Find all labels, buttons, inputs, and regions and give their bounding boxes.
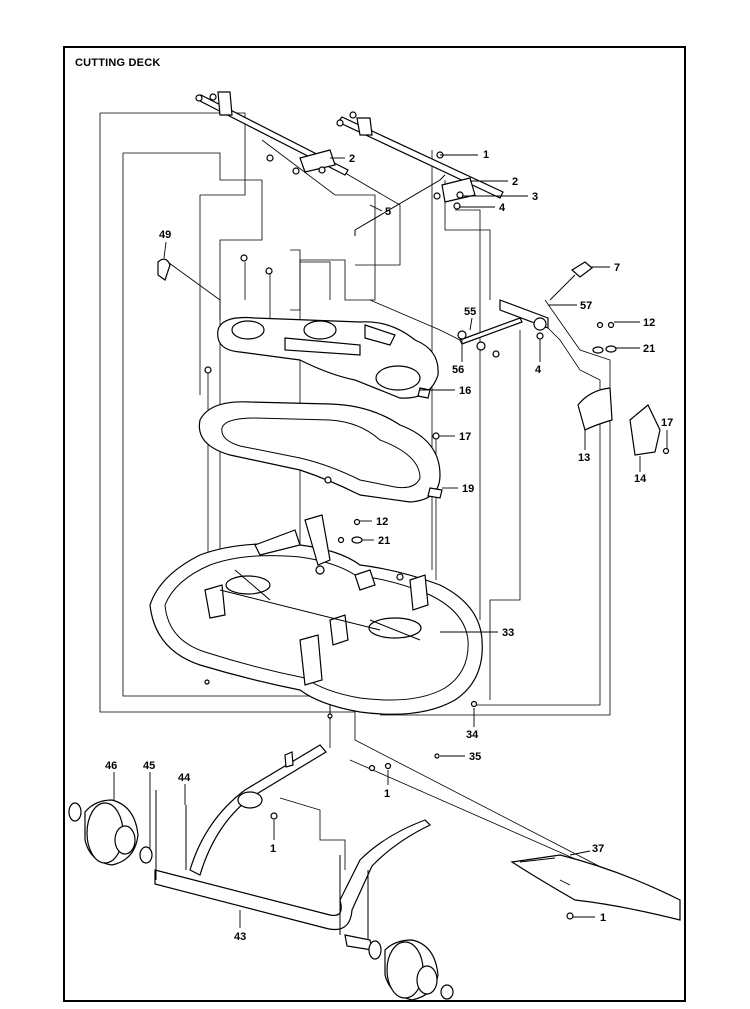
callout-37: 37	[592, 843, 604, 855]
callout-46: 46	[105, 760, 117, 772]
callout-21: 21	[643, 343, 655, 355]
diagram-title: CUTTING DECK	[75, 57, 161, 69]
callout-12: 12	[643, 317, 655, 329]
callout-21: 21	[378, 535, 390, 547]
lift-rod-right	[336, 111, 504, 210]
belt-cover	[217, 316, 439, 399]
callout-4: 4	[499, 202, 506, 214]
leader-lines	[113, 154, 668, 928]
callout-12: 12	[376, 516, 388, 528]
front-wheel-left	[68, 799, 153, 866]
callout-49: 49	[159, 229, 171, 241]
callout-45: 45	[143, 760, 155, 772]
callout-2: 2	[349, 153, 355, 165]
cutting-deck	[149, 514, 483, 715]
callout-13: 13	[578, 452, 590, 464]
callout-14: 14	[634, 473, 647, 485]
callout-55: 55	[464, 306, 476, 318]
callout-57: 57	[580, 300, 592, 312]
callout-7: 7	[614, 262, 620, 274]
front-wheel-right	[368, 939, 454, 1001]
callout-4: 4	[535, 364, 542, 376]
lift-link-rod	[354, 174, 446, 236]
callout-numbers: 1 2 2 3 4 5 7 49 55 57 12 21 56 4 16 13 …	[105, 149, 673, 943]
callout-1: 1	[483, 149, 489, 161]
callout-2: 2	[512, 176, 518, 188]
callout-17: 17	[661, 417, 673, 429]
callout-44: 44	[178, 772, 191, 784]
callout-3: 3	[532, 191, 538, 203]
callout-5: 5	[385, 206, 391, 218]
callout-1: 1	[384, 788, 390, 800]
callout-43: 43	[234, 931, 246, 943]
callout-17: 17	[459, 431, 471, 443]
callout-34: 34	[466, 729, 479, 741]
belt-shield	[198, 401, 443, 503]
lift-rod-left	[195, 91, 349, 176]
front-axle	[154, 744, 432, 951]
callout-1: 1	[600, 912, 606, 924]
height-lever-assembly	[457, 261, 670, 456]
callout-19: 19	[462, 483, 474, 495]
callout-56: 56	[452, 364, 464, 376]
diagram-frame	[63, 46, 686, 1002]
callout-1: 1	[270, 843, 276, 855]
callout-16: 16	[459, 385, 471, 397]
callout-35: 35	[469, 751, 481, 763]
deflector-plate	[510, 854, 681, 921]
callout-33: 33	[502, 627, 514, 639]
